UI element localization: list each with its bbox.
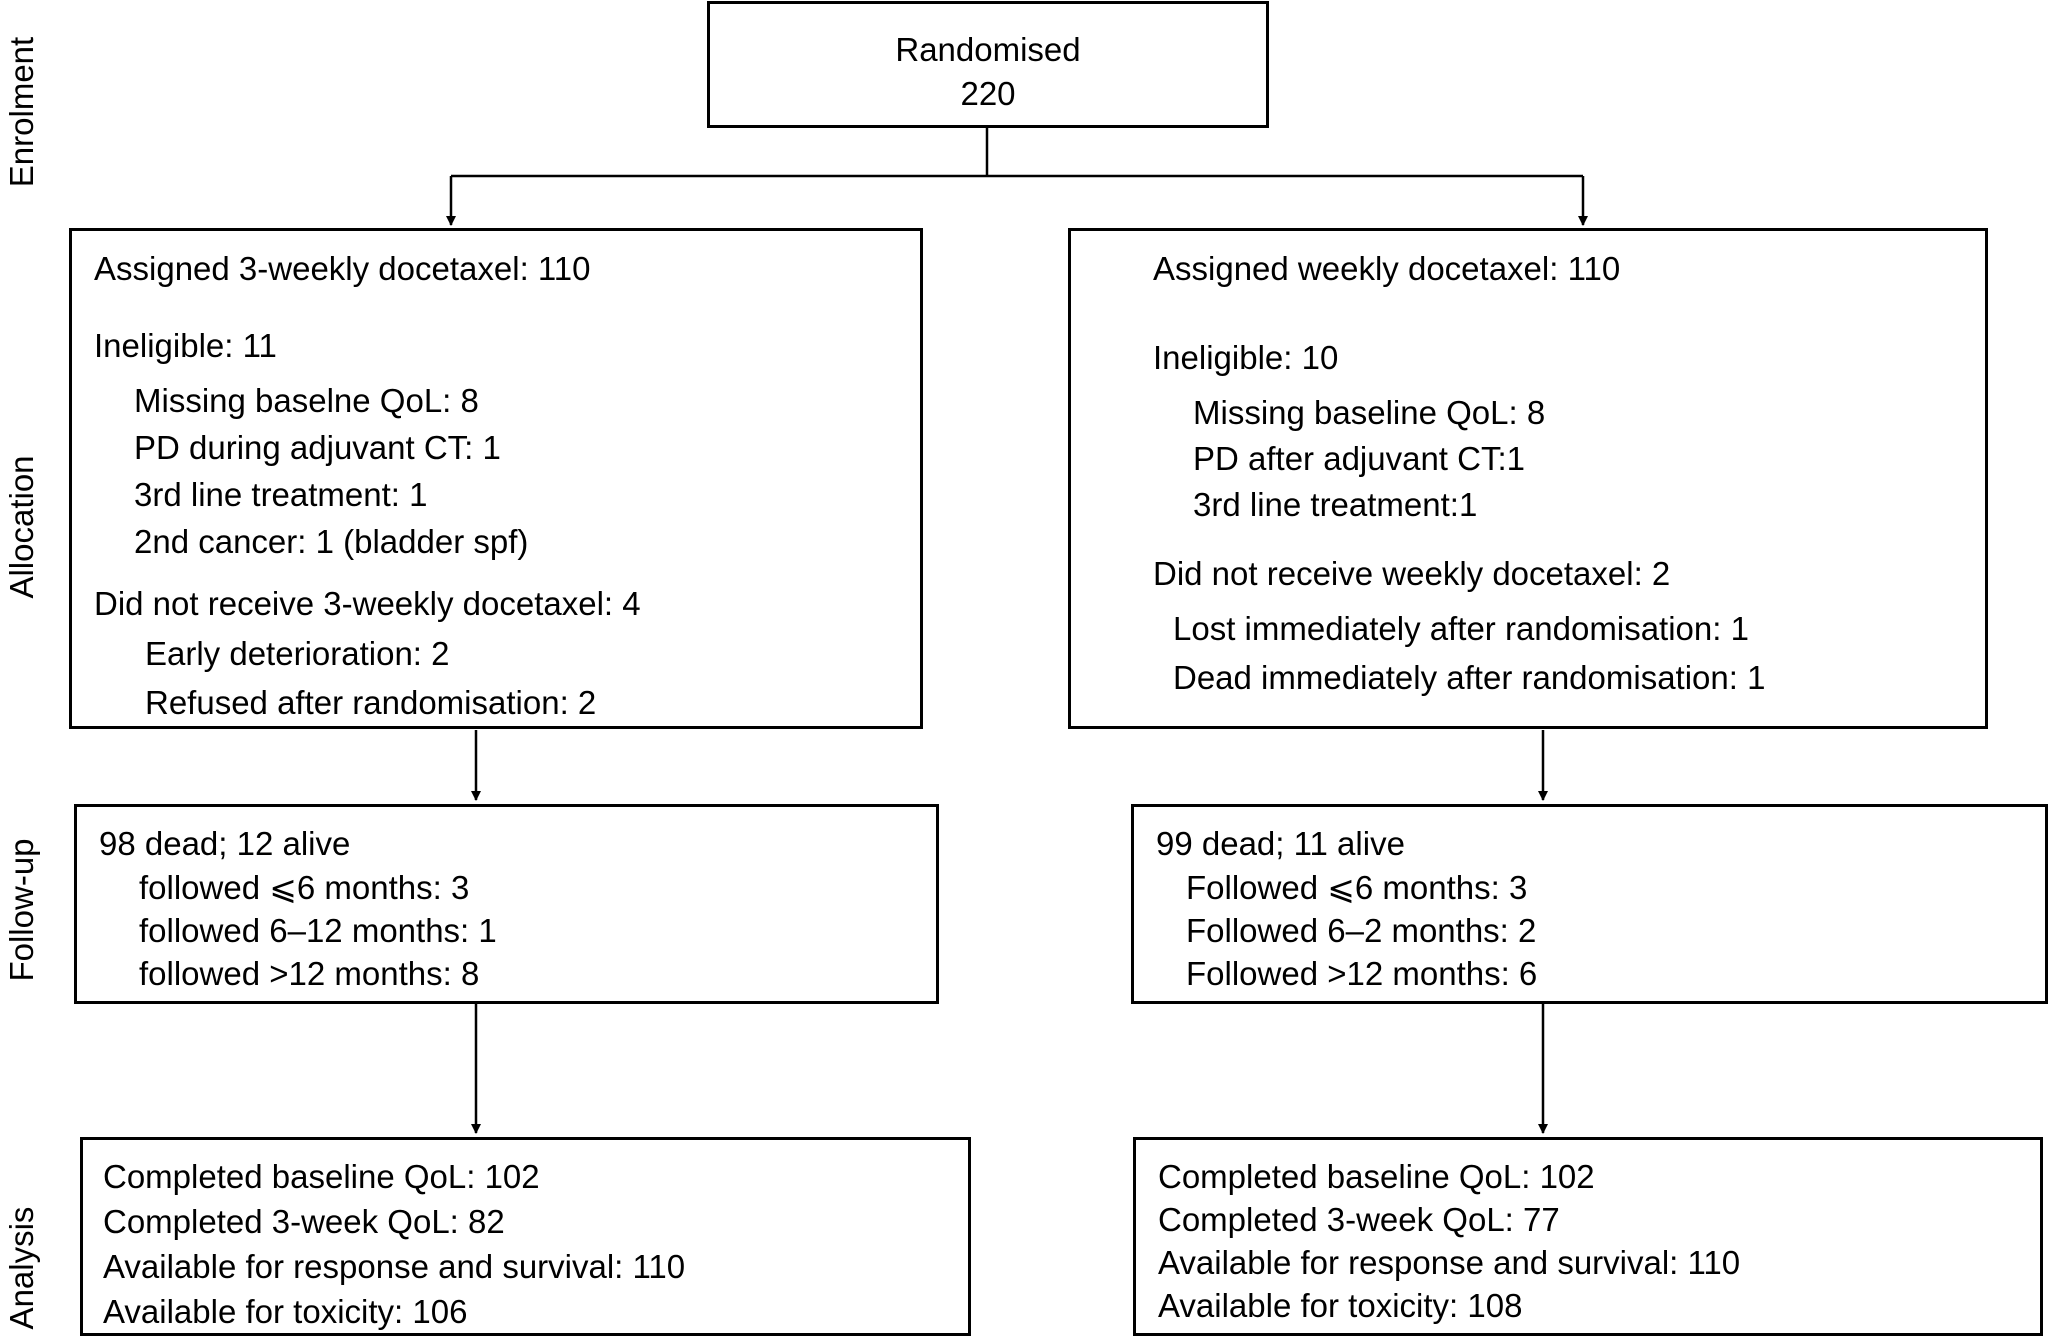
right-ineligible-item: Missing baseline QoL: 8 — [1193, 394, 1546, 431]
left-followup-box: 98 dead; 12 alive followed ⩽6 months: 3 … — [74, 804, 939, 1004]
right-analysis-item: Available for toxicity: 108 — [1158, 1287, 1523, 1324]
right-not-received-item: Dead immediately after randomisation: 1 — [1173, 659, 1766, 696]
left-ineligible-item: Missing baselne QoL: 8 — [134, 382, 479, 419]
left-followup-item: followed ⩽6 months: 3 — [139, 869, 470, 906]
left-ineligible-item: PD during adjuvant CT: 1 — [134, 429, 501, 466]
right-ineligible-item: 3rd line treatment:1 — [1193, 486, 1478, 523]
right-followup-item: Followed 6–2 months: 2 — [1186, 912, 1537, 949]
right-analysis-item: Completed baseline QoL: 102 — [1158, 1158, 1595, 1195]
randomised-label: Randomised — [895, 31, 1081, 68]
right-followup-item: Followed >12 months: 6 — [1186, 955, 1538, 992]
left-followup-item: followed >12 months: 8 — [139, 955, 480, 992]
stage-label-enrolment: Enrolment — [3, 36, 40, 188]
left-analysis-item: Completed baseline QoL: 102 — [103, 1158, 540, 1195]
stage-label-analysis: Analysis — [3, 1206, 40, 1330]
left-followup-status: 98 dead; 12 alive — [99, 825, 351, 862]
left-not-received-item: Refused after randomisation: 2 — [145, 684, 597, 721]
left-analysis-item: Completed 3-week QoL: 82 — [103, 1203, 505, 1240]
right-followup-box: 99 dead; 11 alive Followed ⩽6 months: 3 … — [1131, 804, 2048, 1004]
left-allocation-box: Assigned 3-weekly docetaxel: 110 Ineligi… — [69, 228, 923, 729]
right-analysis-box: Completed baseline QoL: 102 Completed 3-… — [1133, 1137, 2043, 1336]
left-ineligible-item: 2nd cancer: 1 (bladder spf) — [134, 523, 529, 560]
randomised-box: Randomised 220 — [707, 1, 1269, 128]
left-analysis-item: Available for toxicity: 106 — [103, 1293, 468, 1330]
left-not-received: Did not receive 3-weekly docetaxel: 4 — [94, 585, 641, 622]
left-not-received-item: Early deterioration: 2 — [145, 635, 450, 672]
right-followup-item: Followed ⩽6 months: 3 — [1186, 869, 1528, 906]
right-allocation-box: Assigned weekly docetaxel: 110 Ineligibl… — [1068, 228, 1988, 729]
stage-label-follow-up: Follow-up — [3, 838, 40, 982]
left-assigned: Assigned 3-weekly docetaxel: 110 — [94, 250, 591, 287]
right-ineligible-item: PD after adjuvant CT:1 — [1193, 440, 1525, 477]
randomised-count: 220 — [960, 75, 1016, 112]
right-assigned: Assigned weekly docetaxel: 110 — [1153, 250, 1621, 287]
right-not-received-item: Lost immediately after randomisation: 1 — [1173, 610, 1749, 647]
left-ineligible-item: 3rd line treatment: 1 — [134, 476, 428, 513]
left-ineligible: Ineligible: 11 — [94, 327, 277, 364]
right-not-received: Did not receive weekly docetaxel: 2 — [1153, 555, 1671, 592]
left-analysis-item: Available for response and survival: 110 — [103, 1248, 686, 1285]
left-followup-item: followed 6–12 months: 1 — [139, 912, 497, 949]
left-analysis-box: Completed baseline QoL: 102 Completed 3-… — [80, 1137, 971, 1336]
right-followup-status: 99 dead; 11 alive — [1156, 825, 1405, 862]
stage-label-allocation: Allocation — [3, 455, 40, 599]
right-analysis-item: Completed 3-week QoL: 77 — [1158, 1201, 1560, 1238]
right-ineligible: Ineligible: 10 — [1153, 339, 1339, 376]
right-analysis-item: Available for response and survival: 110 — [1158, 1244, 1741, 1281]
